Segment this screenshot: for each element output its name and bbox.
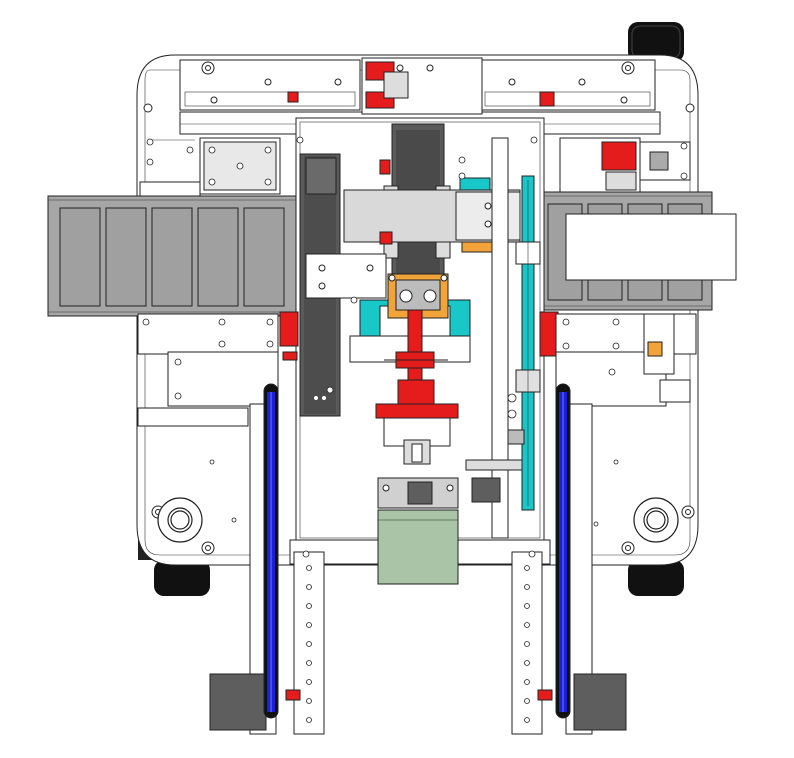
- leg-hole: [306, 565, 312, 571]
- caster-boss-right: [633, 497, 679, 543]
- right-label-card: [565, 213, 737, 281]
- conveyor-cell: [59, 207, 101, 307]
- leg-hole: [524, 584, 530, 590]
- drive-wheel-bottom-left: [154, 560, 210, 596]
- leg-hole: [306, 603, 312, 609]
- left-belt-drive: [263, 383, 279, 719]
- upper-crossbar: [305, 189, 521, 299]
- left-bracket-upper: [139, 137, 281, 197]
- red-actuator: [375, 309, 459, 465]
- conveyor-cell: [105, 207, 147, 307]
- leg-hole: [524, 717, 530, 723]
- leg-hole: [524, 660, 530, 666]
- right-guide-column: [465, 137, 525, 539]
- leg-hole: [524, 565, 530, 571]
- frame-bolts: [296, 136, 538, 558]
- leg-hole: [524, 641, 530, 647]
- right-leg-motor: [573, 673, 627, 731]
- leg-hole: [524, 603, 530, 609]
- linear-rail: [515, 175, 541, 511]
- leg-hole: [306, 660, 312, 666]
- right-lower-plate: [555, 313, 697, 527]
- drive-wheel-bottom-right: [628, 560, 684, 596]
- top-switch-box: [361, 57, 483, 115]
- right-controller-block: [559, 137, 691, 197]
- stepper-motor: [377, 477, 459, 585]
- left-leg-motor: [209, 673, 267, 731]
- leg-hole: [524, 698, 530, 704]
- leg-hole: [306, 641, 312, 647]
- leg-hole: [306, 717, 312, 723]
- conveyor-cell: [243, 207, 285, 307]
- drum-bearing-block: [387, 273, 449, 319]
- leg-hole: [306, 622, 312, 628]
- left-leg: [209, 403, 325, 735]
- conveyor-cell: [197, 207, 239, 307]
- leg-hole: [524, 622, 530, 628]
- left-conveyor-panel: [47, 195, 299, 317]
- conveyor-cell: [151, 207, 193, 307]
- leg-hole: [306, 679, 312, 685]
- leg-hole: [306, 698, 312, 704]
- right-red-clamps: [287, 91, 559, 357]
- leg-hole: [524, 679, 530, 685]
- right-conveyor-panel: [539, 191, 737, 311]
- leg-hole: [306, 584, 312, 590]
- caster-boss-left: [157, 497, 203, 543]
- right-belt-drive: [555, 383, 571, 719]
- left-lower-plate: [137, 313, 279, 523]
- left-red-clamps: [279, 159, 393, 361]
